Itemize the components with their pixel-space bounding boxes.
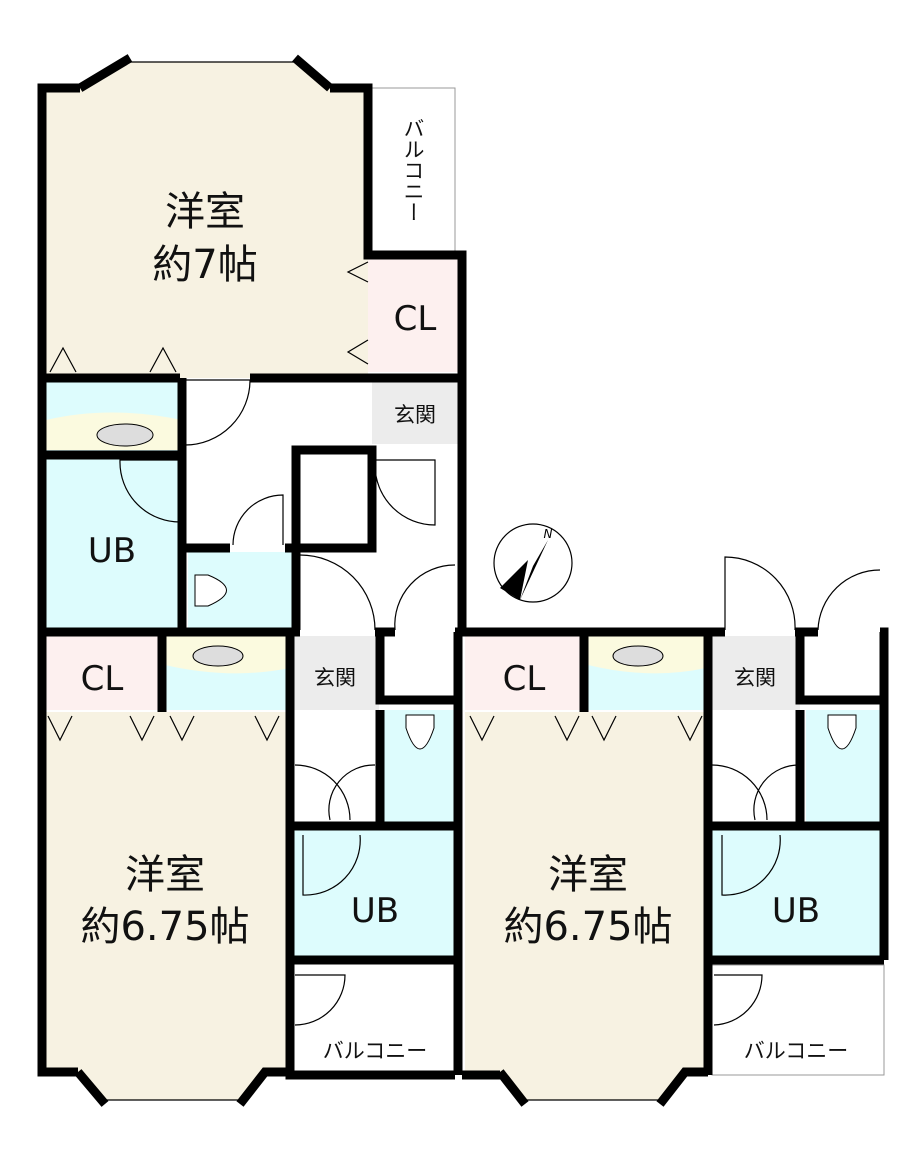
compass-north-label: N	[544, 527, 553, 541]
right-room-name: 洋室	[548, 852, 628, 898]
compass-icon: N	[493, 523, 573, 603]
right-closet-label: CL	[503, 659, 546, 699]
left-room-name: 洋室	[125, 852, 205, 898]
top-entrance-label: 玄関	[394, 403, 436, 427]
top-room-name: 洋室	[165, 189, 245, 235]
left-closet	[42, 636, 162, 710]
toilet-icon	[194, 574, 227, 607]
right-bath-label: UB	[772, 891, 820, 931]
left-balcony	[293, 965, 455, 1075]
top-room-size: 約7帖	[152, 242, 257, 288]
right-balcony	[711, 964, 885, 1076]
doors-and-fixtures	[47, 261, 881, 1026]
right-closet	[465, 636, 582, 710]
toilet-icon	[405, 714, 435, 750]
left-bath-label: UB	[351, 891, 399, 931]
left-western-room	[42, 712, 290, 1100]
sink-icon	[192, 645, 244, 667]
right-room-size: 約6.75帖	[503, 904, 672, 950]
left-room-size: 約6.75帖	[80, 904, 249, 950]
top-western-room	[42, 62, 368, 378]
top-balcony-label: バルコニー	[401, 118, 425, 223]
left-closet-label: CL	[81, 659, 124, 699]
top-closet	[368, 255, 462, 372]
right-balcony-label: バルコニー	[744, 1039, 849, 1063]
left-entrance	[293, 636, 379, 710]
walls	[37, 54, 889, 1107]
top-bath-label: UB	[88, 531, 136, 571]
left-entrance-label: 玄関	[314, 666, 356, 690]
sink-icon	[612, 645, 664, 667]
right-entrance	[712, 636, 800, 710]
left-balcony-label: バルコニー	[323, 1039, 428, 1063]
top-balcony	[371, 87, 456, 253]
right-western-room	[465, 712, 708, 1100]
top-bath	[42, 456, 182, 632]
top-entrance	[372, 382, 458, 444]
top-closet-label: CL	[394, 299, 437, 339]
room-fills	[42, 62, 885, 1100]
sink-icon	[96, 423, 154, 447]
toilet-icon	[827, 714, 857, 750]
right-entrance-label: 玄関	[734, 666, 776, 690]
